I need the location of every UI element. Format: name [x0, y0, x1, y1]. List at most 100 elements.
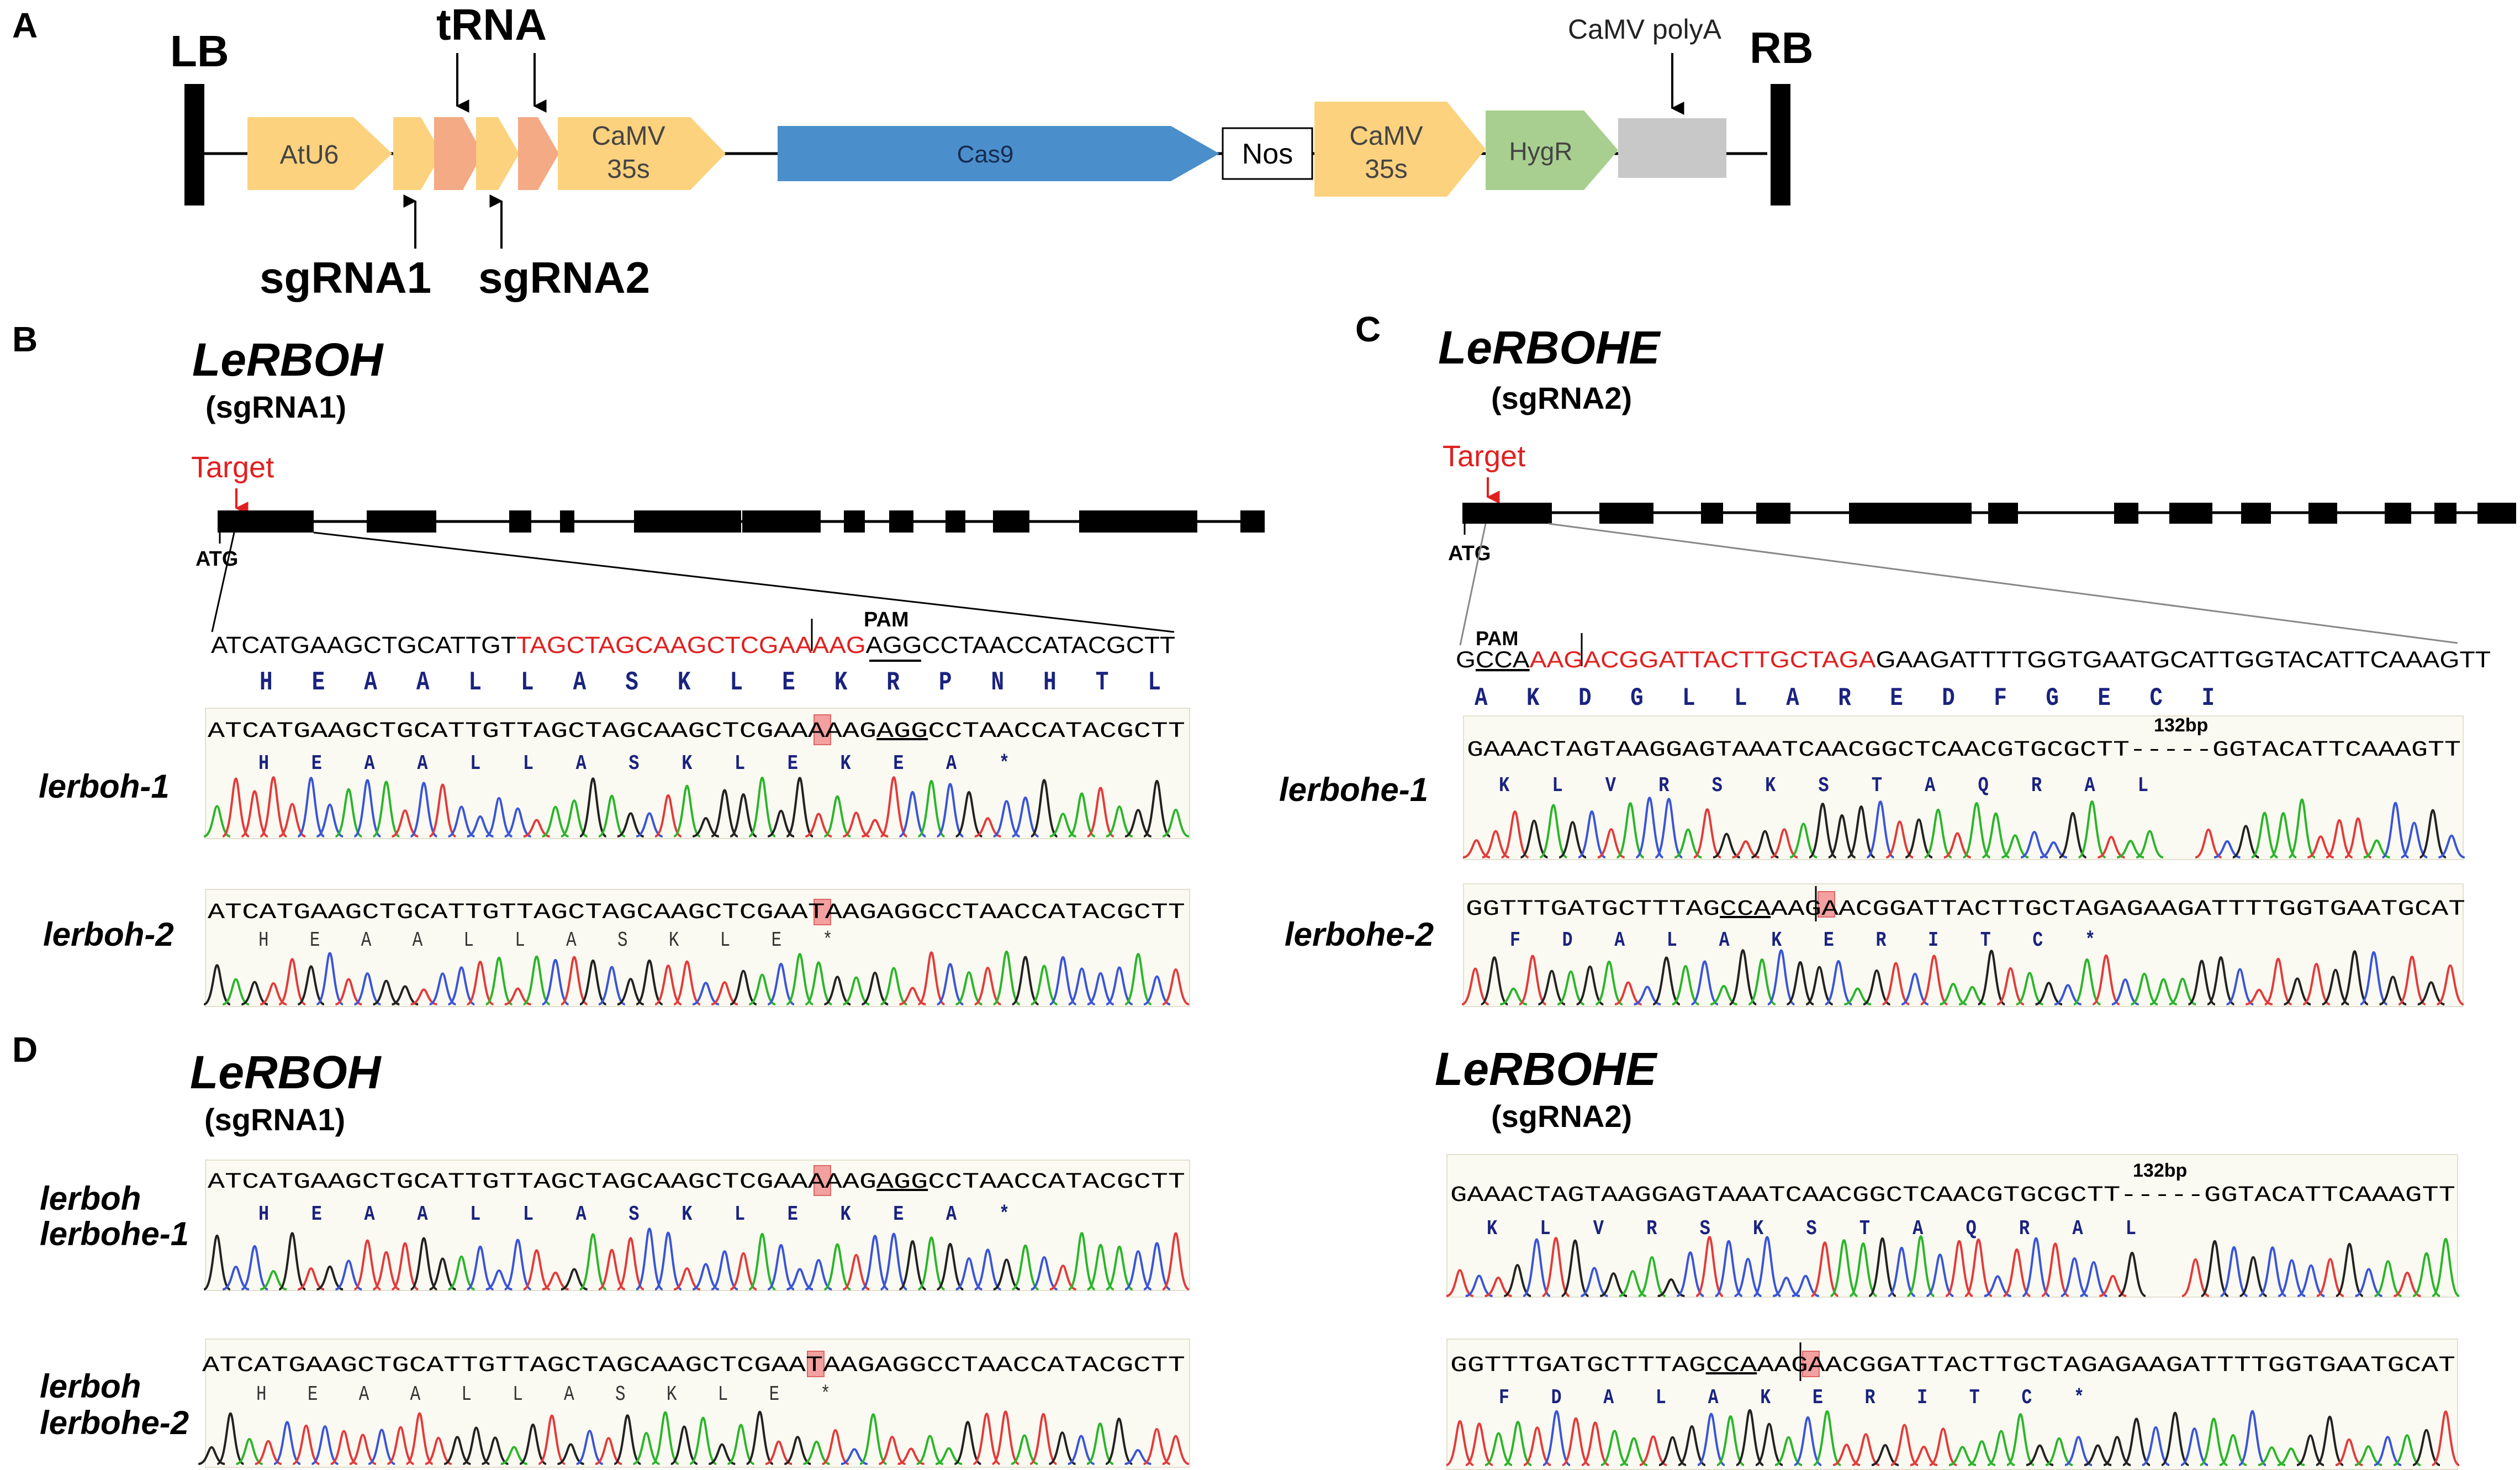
chromatogram-peak [1987, 1430, 2015, 1466]
chromatogram-peak [614, 1414, 642, 1465]
chromatogram-peak [598, 966, 626, 1005]
chromatogram-peak [1734, 1257, 1762, 1297]
gene-name-d-left: LeRBOH [190, 1046, 382, 1098]
chromatogram-peak [1772, 1276, 1800, 1297]
chromatogram-peak [1576, 965, 1604, 1005]
chromatogram-peak [917, 779, 945, 837]
chromatogram-peak [1030, 779, 1058, 837]
seq-d1r: GAAACTAGTAAGGAGTAAATCAACGGCTCAACGTGCGCTT… [1450, 1183, 2455, 1208]
chromatogram-peak [2020, 830, 2048, 858]
chromatogram-peak [2169, 977, 2196, 1005]
atg-label-c: ATG [1448, 542, 1491, 565]
chromatogram-peak [1499, 987, 1528, 1005]
chromatogram-peak [2130, 972, 2158, 1005]
chromatogram-peak [1523, 1426, 1551, 1466]
chromatogram-peak [2258, 1446, 2286, 1466]
chromatogram-peak [485, 797, 513, 837]
chromatogram-peak [2393, 1434, 2421, 1466]
gap-label-c1: 132bp [2154, 715, 2208, 736]
panel-label-a: A [12, 6, 38, 45]
chromatogram-peak [1929, 1427, 1957, 1466]
zoom-line-left-b [211, 532, 235, 633]
chromatogram-peak [1693, 808, 1721, 858]
chromatogram-peak [1890, 1424, 1919, 1466]
chromatogram-peak [935, 1447, 963, 1465]
chromatogram-peak [993, 800, 1021, 837]
chromatogram-peak [1832, 1443, 1861, 1466]
insert-highlight-c2 [1818, 891, 1835, 918]
chromatogram-peak [2016, 972, 2044, 1005]
panel-a: A LB AtU6 CaMV 35s Cas9 Nos CaMV 35s Hyg… [12, 0, 1814, 302]
chromatogram-peak [2149, 978, 2178, 1005]
chromatogram-peak [595, 1437, 622, 1465]
chromatogram-peak [748, 776, 776, 837]
chromatogram-peak [899, 1240, 927, 1290]
chromatogram-peak [1620, 1437, 1648, 1466]
chromatogram-peak [2326, 819, 2353, 858]
panel-c: C LeRBOHE (sgRNA2) Target ATG PAM [1279, 309, 2516, 1007]
chromatogram-peak [598, 794, 626, 837]
chromatogram-peak [278, 803, 306, 837]
chromatogram-peak [878, 1435, 906, 1465]
mutant-label-c1: lerbohe-1 [1279, 771, 1428, 808]
chromatogram-peak [617, 1237, 644, 1290]
chromatogram-peak [1480, 956, 1509, 1005]
chromatogram-peak [1843, 987, 1872, 1005]
chromatogram-peak [992, 950, 1021, 1005]
chromatogram-peak [1012, 796, 1039, 837]
chromatogram-peak [1948, 1446, 1977, 1466]
chromatogram-peak [805, 961, 832, 1005]
chromatogram-peak [297, 965, 325, 1005]
chromatogram-peak [2122, 1418, 2151, 1466]
chromatogram-peak [2136, 830, 2164, 858]
chromatogram-peak [1710, 984, 1737, 1005]
chromatogram-peak [542, 805, 569, 837]
insert-highlight-b1 [813, 714, 831, 745]
gene-name-b: LeRBOH [192, 334, 384, 386]
chromatogram-peak [2269, 812, 2297, 858]
chromatogram-peak [1049, 813, 1077, 837]
chromatogram-peak [2436, 964, 2464, 1005]
chromatogram-peak [2220, 1246, 2248, 1297]
chromatogram-peak [899, 987, 926, 1005]
camv35s-1-line2: 35s [607, 155, 649, 184]
chromatogram-peak [822, 1429, 849, 1465]
aa-d2l: H E A A L L A S K L E * [256, 1383, 831, 1406]
chromatogram-peak [1906, 1235, 1935, 1297]
chromatogram-peak [353, 972, 381, 1005]
chromatogram-peak [579, 1233, 607, 1290]
chromatogram-peak [636, 959, 663, 1005]
chromatogram-bg-b1 [205, 708, 1190, 839]
seq-c1: GAAACTAGTAAGGAGTAAATCAACGGCTCAACGTGCGCTT… [1467, 738, 2461, 763]
chromatogram-peak [1504, 1420, 1532, 1466]
chromatogram-peak [2412, 1252, 2440, 1297]
chromatogram-peak [767, 1244, 795, 1290]
panel-label-d: D [12, 1030, 38, 1069]
chromatogram-peak [372, 781, 400, 837]
chromatogram-peak [2277, 1447, 2305, 1466]
lb-bar [184, 84, 204, 206]
chromatogram-peak [899, 791, 927, 837]
chromatogram-peak [936, 963, 964, 1005]
chromatogram-peak [786, 1268, 813, 1290]
chromatogram-peak [2142, 1426, 2170, 1466]
chromatogram-peak [730, 970, 757, 1005]
chromatogram-bg-d1l [205, 1160, 1190, 1291]
chromatogram-peak [448, 805, 475, 837]
chromatogram-peak [1939, 983, 1967, 1005]
chromatogram-peak [917, 951, 945, 1005]
chromatogram-peak [673, 960, 701, 1005]
chromatogram-peak [1049, 1264, 1077, 1290]
chromatogram-bg-b2 [205, 889, 1190, 1007]
mutant-label-d1-a: lerboh [40, 1180, 141, 1217]
chromatogram-peak [203, 1234, 231, 1290]
chromatogram-peak [429, 972, 457, 1005]
chromatogram-peak [2080, 1261, 2108, 1297]
chromatogram-peak [2335, 1242, 2364, 1297]
chromatogram-peak [198, 1446, 225, 1465]
chromatogram-peak [954, 1421, 982, 1465]
chromatogram-peak [711, 1250, 738, 1290]
chromatogram-peak [823, 1243, 851, 1290]
nos-box [1222, 127, 1313, 180]
